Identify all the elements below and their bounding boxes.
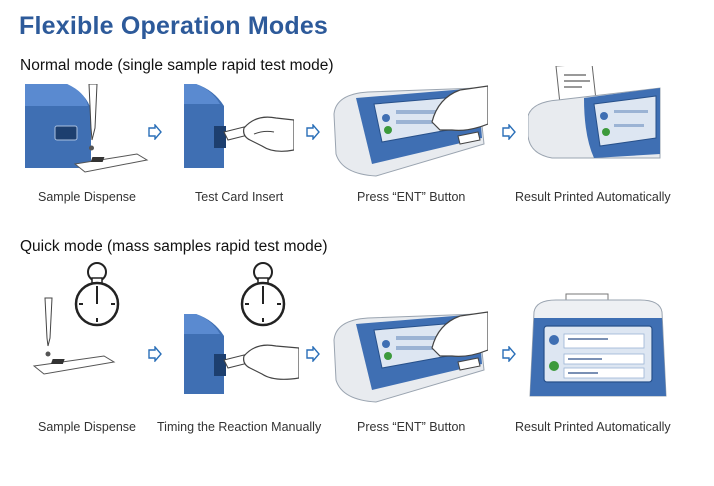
normal-test-card-insert-illustration [184, 84, 294, 174]
quick-step-2-caption: Timing the Reaction Manually [157, 420, 322, 434]
quick-result-printed-illustration [526, 292, 670, 402]
page-title: Flexible Operation Modes [19, 12, 329, 40]
arrow-right-icon [502, 124, 516, 140]
normal-mode-heading: Normal mode (single sample rapid test mo… [20, 57, 334, 74]
normal-press-ent-illustration [328, 84, 488, 180]
normal-step-2-caption: Test Card Insert [195, 190, 284, 204]
arrow-right-icon [502, 346, 516, 362]
quick-timing-illustration [184, 262, 299, 394]
arrow-right-icon [306, 124, 320, 140]
arrow-right-icon [148, 124, 162, 140]
arrow-right-icon [306, 346, 320, 362]
normal-step-4-caption: Result Printed Automatically [515, 190, 671, 204]
arrow-right-icon [148, 346, 162, 362]
quick-step-4-caption: Result Printed Automatically [515, 420, 671, 434]
quick-mode-heading: Quick mode (mass samples rapid test mode… [20, 238, 328, 255]
quick-press-ent-illustration [328, 310, 488, 406]
quick-step-3-caption: Press “ENT” Button [357, 420, 466, 434]
quick-step-1-caption: Sample Dispense [38, 420, 136, 434]
normal-result-printed-illustration [528, 66, 678, 166]
normal-step-1-caption: Sample Dispense [38, 190, 136, 204]
quick-sample-dispense-illustration [30, 262, 150, 382]
normal-sample-dispense-illustration [25, 84, 155, 174]
normal-step-3-caption: Press “ENT” Button [357, 190, 466, 204]
